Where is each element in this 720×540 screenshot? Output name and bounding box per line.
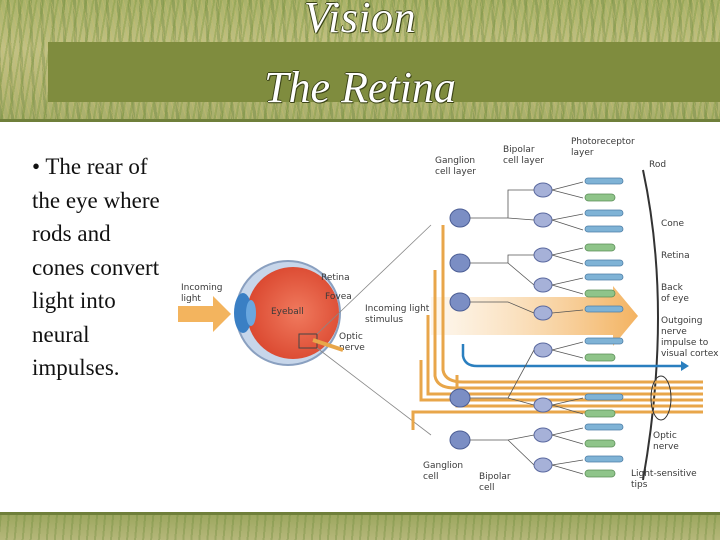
label-fovea: Fovea — [325, 292, 352, 302]
svg-text:cell layer: cell layer — [503, 156, 544, 166]
svg-text:cell: cell — [423, 472, 439, 482]
ganglion-cells — [449, 208, 471, 450]
retina-diagram-svg: Incoming light Eyeball Retina Fovea Opti… — [178, 137, 719, 493]
label-ganglion-cell-layer: Ganglion — [435, 156, 475, 166]
svg-text:cell layer: cell layer — [435, 167, 476, 177]
svg-text:visual cortex: visual cortex — [661, 349, 719, 359]
label-bipolar-cell-layer: Bipolar — [503, 145, 535, 155]
label-cone: Cone — [661, 219, 684, 229]
svg-text:nerve: nerve — [339, 343, 365, 353]
label-bipolar-cell: Bipolar — [479, 472, 511, 482]
bipolar-cells — [533, 182, 553, 473]
bullet-point: • The rear of the eye where rods and con… — [32, 154, 160, 380]
label-incoming-light: Incoming — [181, 283, 223, 293]
label-rod: Rod — [649, 160, 666, 170]
label-retina: Retina — [661, 251, 690, 261]
svg-text:layer: layer — [571, 148, 594, 158]
label-back-of-eye: Back — [661, 283, 684, 293]
outgoing-impulse-arrow — [461, 344, 681, 368]
retina-diagram: Incoming light Eyeball Retina Fovea Opti… — [173, 130, 720, 496]
svg-text:light: light — [181, 294, 201, 304]
label-optic-nerve: Optic — [653, 431, 677, 441]
label-photoreceptor-layer: Photoreceptor — [571, 137, 635, 147]
cone-photoreceptors — [584, 193, 616, 478]
footer-strip — [0, 512, 720, 540]
title-band — [48, 42, 720, 102]
svg-text:nerve: nerve — [661, 327, 687, 337]
label-ganglion-cell: Ganglion — [423, 461, 463, 471]
svg-text:cell: cell — [479, 483, 495, 493]
incoming-light-arrow — [178, 296, 231, 332]
svg-text:stimulus: stimulus — [365, 315, 403, 325]
slide-title: Vision — [303, 0, 417, 42]
svg-text:of eye: of eye — [661, 294, 689, 304]
svg-text:tips: tips — [631, 480, 648, 490]
back-of-eye-curve — [642, 169, 659, 481]
svg-text:nerve: nerve — [653, 442, 679, 452]
slide-subtitle: The Retina — [264, 63, 456, 112]
label-light-sensitive-tips: Light-sensitive — [631, 469, 697, 479]
svg-text:impulse to: impulse to — [661, 338, 709, 348]
label-incoming-light-stimulus: Incoming light — [365, 304, 430, 314]
label-retina-small: Retina — [321, 273, 350, 283]
label-outgoing-nerve: Outgoing — [661, 316, 702, 326]
label-optic-nerve-small: Optic — [339, 332, 363, 342]
svg-text:Eyeball: Eyeball — [271, 307, 304, 317]
rod-photoreceptors — [584, 177, 624, 463]
